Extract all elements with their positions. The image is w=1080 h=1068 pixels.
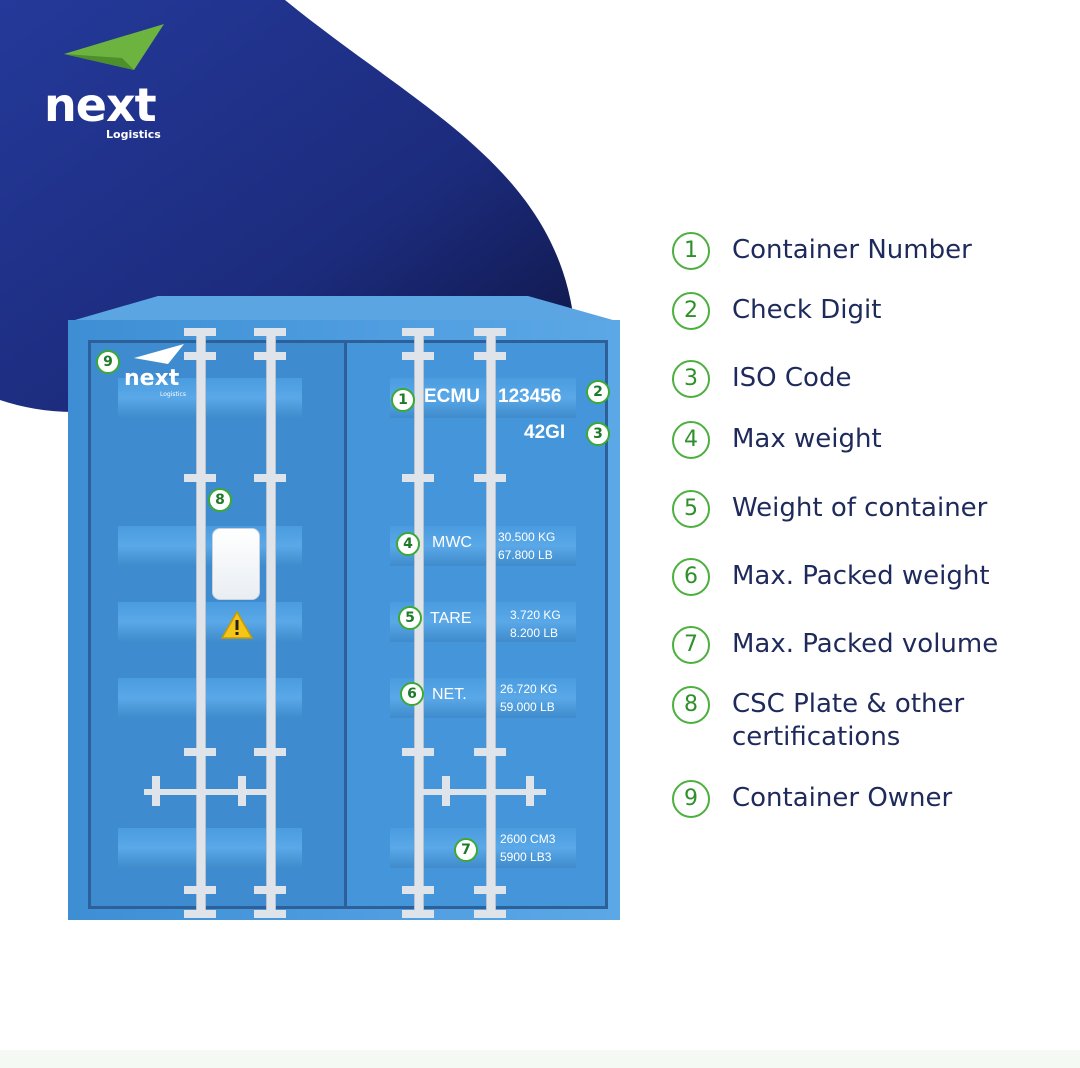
bar-clamp [474,474,506,482]
container-number-prefix: ECMU [424,386,480,407]
net-kg: 26.720 KG [500,682,558,696]
volume-cm: 2600 CM3 [500,832,556,846]
handle-grip [526,776,534,806]
legend-label: Max. Packed volume [732,629,999,659]
bar-clamp [474,910,506,918]
shipping-container-illustration: next Logistics ECMU 123456 42GI MWC 30.5… [60,292,632,944]
marker-2: 2 [586,380,610,404]
bar-clamp [402,748,434,756]
owner-logo-tagline: Logistics [160,391,186,398]
tare-label: TARE [430,610,472,627]
legend-label: Check Digit [732,295,882,325]
legend-number: 6 [672,558,710,596]
mwc-label: MWC [432,534,472,551]
warning-triangle-icon [220,610,254,639]
bar-clamp [474,352,506,360]
legend-label: Container Owner [732,783,953,813]
bar-clamp [402,328,434,336]
marker-1: 1 [391,388,415,412]
legend-number: 5 [672,490,710,528]
tare-lb: 8.200 LB [510,626,559,640]
net-label: NET. [432,686,467,703]
legend-number: 2 [672,292,710,330]
bar-clamp [474,328,506,336]
mwc-lb: 67.800 LB [498,548,553,562]
marker-5: 5 [398,606,422,630]
locking-bar-2 [266,328,276,918]
bar-clamp [184,748,216,756]
brand-name: next [44,78,157,132]
csc-plate [212,528,260,600]
bar-clamp [254,910,286,918]
brand-tagline: Logistics [106,128,161,141]
marker-7: 7 [454,838,478,862]
marker-3: 3 [586,422,610,446]
legend-number: 9 [672,780,710,818]
handle-grip [238,776,246,806]
mwc-kg: 30.500 KG [498,530,556,544]
owner-logo-name: next [124,366,180,391]
legend-label: CSC Plate & other certifications [732,689,965,752]
paper-plane-logo-icon [134,344,184,364]
iso-code: 42GI [524,422,566,443]
locking-bar-1 [196,328,206,918]
bar-clamp [254,474,286,482]
bar-clamp [402,910,434,918]
marker-4: 4 [396,532,420,556]
container-roof [68,296,620,322]
bar-clamp [402,886,434,894]
bar-clamp [254,748,286,756]
marker-6: 6 [400,682,424,706]
bar-clamp [184,352,216,360]
legend-label: Max. Packed weight [732,561,990,591]
container-serial-number: 123456 [498,386,562,407]
right-door-handle [420,789,546,795]
locking-bar-4 [486,328,496,918]
legend-number: 1 [672,232,710,270]
container-owner-logo: next Logistics [124,344,194,404]
legend-label: ISO Code [732,363,852,393]
net-lb: 59.000 LB [500,700,555,714]
legend-label: Container Number [732,235,972,265]
bar-clamp [474,886,506,894]
handle-grip [152,776,160,806]
legend-number: 3 [672,360,710,398]
handle-grip [442,776,450,806]
left-door-handle [144,789,268,795]
marker-9: 9 [96,350,120,374]
volume-lb: 5900 LB3 [500,850,552,864]
legend-number: 8 [672,686,710,724]
bar-clamp [402,474,434,482]
bar-clamp [474,748,506,756]
bar-clamp [254,886,286,894]
legend-list: 1 Container Number 2 Check Digit 3 ISO C… [668,0,1068,1068]
bar-clamp [254,328,286,336]
marker-8: 8 [208,488,232,512]
bar-clamp [184,886,216,894]
bar-clamp [184,474,216,482]
legend-number: 7 [672,626,710,664]
bar-clamp [184,328,216,336]
paper-plane-logo-icon [64,24,164,70]
legend-label: Max weight [732,424,882,454]
legend-label: Weight of container [732,493,988,523]
bar-clamp [184,910,216,918]
bar-clamp [254,352,286,360]
legend-number: 4 [672,421,710,459]
brand-logo: next Logistics [44,24,174,144]
tare-kg: 3.720 KG [510,608,561,622]
bar-clamp [402,352,434,360]
